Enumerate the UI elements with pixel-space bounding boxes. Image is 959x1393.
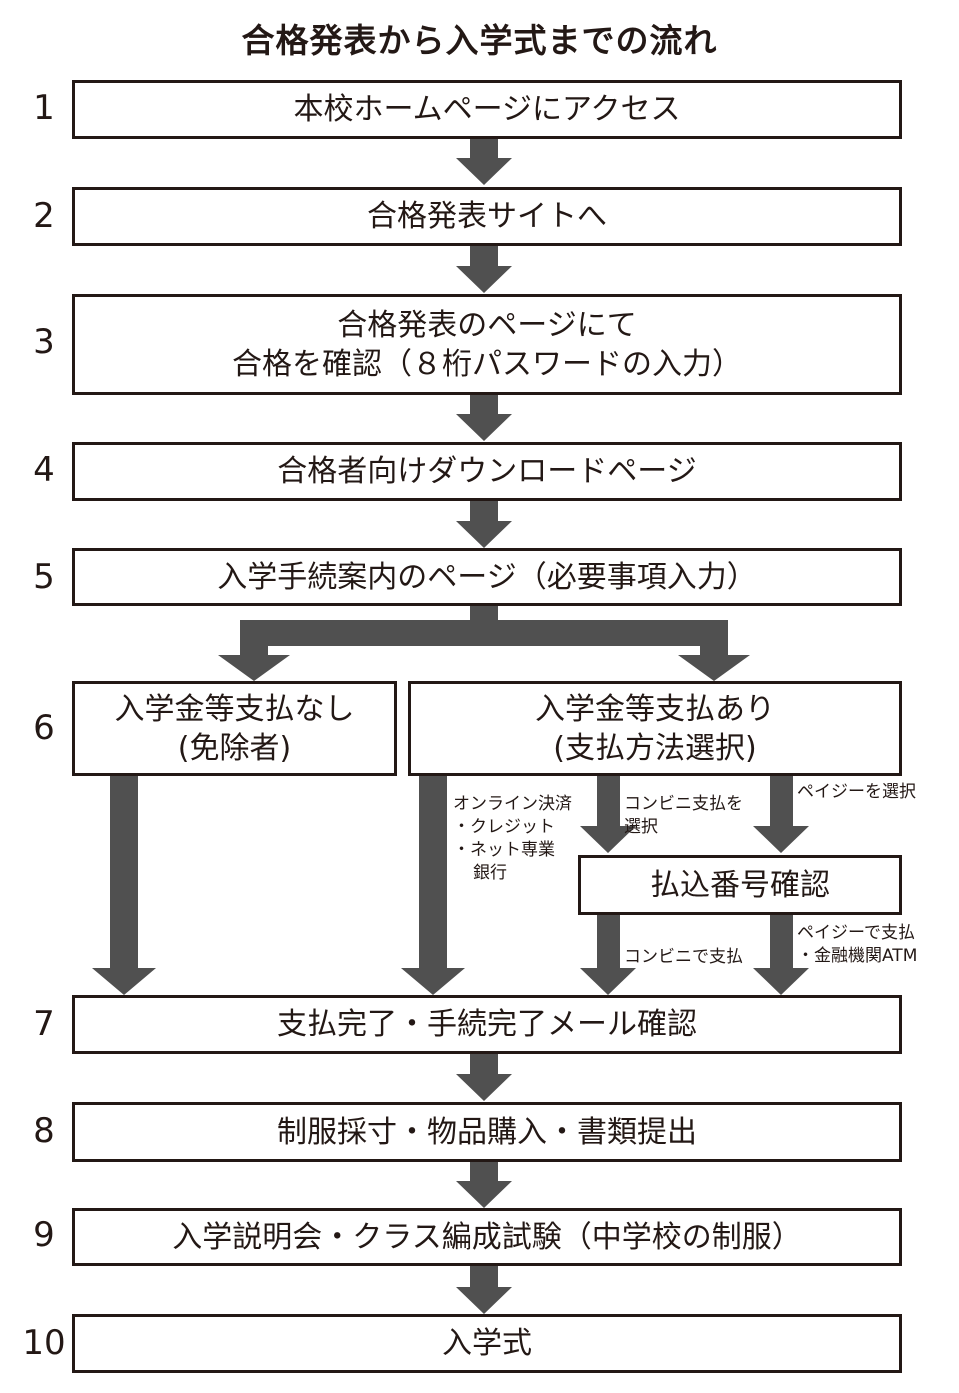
step-8-text: 制服採寸・物品購入・書類提出 xyxy=(277,1114,697,1150)
note-convenience-select-line-2: 選択 xyxy=(624,817,658,837)
step-7-text: 支払完了・手続完了メール確認 xyxy=(277,1007,697,1042)
step-7-box: 支払完了・手続完了メール確認 xyxy=(72,995,902,1054)
note-convenience-pay: コンビニで支払 xyxy=(624,946,743,969)
arrow-5-6-left xyxy=(218,646,290,681)
note-payeasy-pay-line-2: ・金融機関ATM xyxy=(797,946,918,966)
note-online-line-2: ・クレジット xyxy=(453,817,555,837)
step-number-3: 3 xyxy=(33,322,55,362)
step-2-box: 合格発表サイトへ xyxy=(72,187,902,246)
arrow-2-3 xyxy=(456,246,512,293)
note-convenience-select: コンビニ支払を 選択 xyxy=(624,793,743,839)
no-payment-line-1: 入学金等支払なし xyxy=(114,691,355,727)
step-number-1: 1 xyxy=(33,88,55,128)
arrow-7-8 xyxy=(456,1054,512,1101)
step-3-line-1: 合格発表のページにて xyxy=(337,307,637,343)
step-9-text: 入学説明会・クラス編成試験（中学校の制服） xyxy=(172,1219,802,1255)
arrow-8-9 xyxy=(456,1162,512,1208)
arrow-convenience-pay xyxy=(580,915,636,995)
payment-line-1: 入学金等支払あり xyxy=(535,691,775,727)
step-2-text: 合格発表サイトへ xyxy=(367,199,607,234)
arrow-3-4 xyxy=(456,394,512,441)
step-number-6: 6 xyxy=(33,708,55,748)
payment-code-box: 払込番号確認 xyxy=(578,855,902,915)
arrow-6-7-exempt xyxy=(92,776,156,995)
step-number-2: 2 xyxy=(33,196,55,236)
step-5-text: 入学手続案内のページ（必要事項入力） xyxy=(217,559,757,595)
step-8-box: 制服採寸・物品購入・書類提出 xyxy=(72,1102,902,1162)
arrow-convenience-select xyxy=(580,776,636,853)
page-title: 合格発表から入学式までの流れ xyxy=(241,21,718,60)
step-4-box: 合格者向けダウンロードページ xyxy=(72,442,902,501)
note-online-line-4: 銀行 xyxy=(473,863,507,883)
note-online-line-1: オンライン決済 xyxy=(453,794,572,814)
arrow-1-2 xyxy=(456,138,512,185)
step-10-text: 入学式 xyxy=(442,1326,532,1361)
step-number-9: 9 xyxy=(33,1215,55,1255)
arrow-payeasy-select xyxy=(753,776,809,853)
step-6-no-payment-box: 入学金等支払なし (免除者) xyxy=(72,681,397,776)
note-payeasy-select: ペイジーを選択 xyxy=(797,781,916,804)
arrow-6-7-online xyxy=(401,776,465,995)
note-payeasy-select-line-1: ペイジーを選択 xyxy=(797,782,916,802)
note-payeasy-pay-line-1: ペイジーで支払 xyxy=(797,923,915,943)
note-convenience-pay-line-1: コンビニで支払 xyxy=(624,947,743,967)
arrow-5-6-right xyxy=(678,646,750,681)
step-number-7: 7 xyxy=(33,1004,55,1044)
step-4-text: 合格者向けダウンロードページ xyxy=(277,454,697,489)
step-10-box: 入学式 xyxy=(72,1314,902,1373)
arrow-4-5 xyxy=(456,500,512,548)
branch-stem xyxy=(470,605,498,623)
arrow-9-10 xyxy=(456,1266,512,1314)
no-payment-line-2: (免除者) xyxy=(177,730,292,766)
payment-code-text: 払込番号確認 xyxy=(650,867,830,903)
note-online-payment: オンライン決済 ・クレジット ・ネット専業 銀行 xyxy=(453,793,572,885)
step-6-payment-box: 入学金等支払あり (支払方法選択) xyxy=(408,681,902,776)
branch-bar xyxy=(240,620,728,646)
payment-line-2: (支払方法選択) xyxy=(553,730,757,766)
step-5-box: 入学手続案内のページ（必要事項入力） xyxy=(72,548,902,606)
note-convenience-select-line-1: コンビニ支払を xyxy=(624,794,743,814)
step-number-8: 8 xyxy=(33,1111,55,1151)
arrow-payeasy-pay xyxy=(753,915,809,995)
step-number-10: 10 xyxy=(22,1323,66,1363)
step-number-5: 5 xyxy=(33,557,55,597)
step-3-line-2: 合格を確認（８桁パスワードの入力） xyxy=(232,346,742,382)
step-number-4: 4 xyxy=(33,450,55,490)
step-1-box: 本校ホームページにアクセス xyxy=(72,80,902,139)
step-3-box: 合格発表のページにて 合格を確認（８桁パスワードの入力） xyxy=(72,294,902,395)
step-1-text: 本校ホームページにアクセス xyxy=(293,92,681,127)
note-payeasy-pay: ペイジーで支払 ・金融機関ATM xyxy=(797,922,917,968)
step-9-box: 入学説明会・クラス編成試験（中学校の制服） xyxy=(72,1208,902,1266)
note-online-line-3: ・ネット専業 xyxy=(453,840,555,860)
